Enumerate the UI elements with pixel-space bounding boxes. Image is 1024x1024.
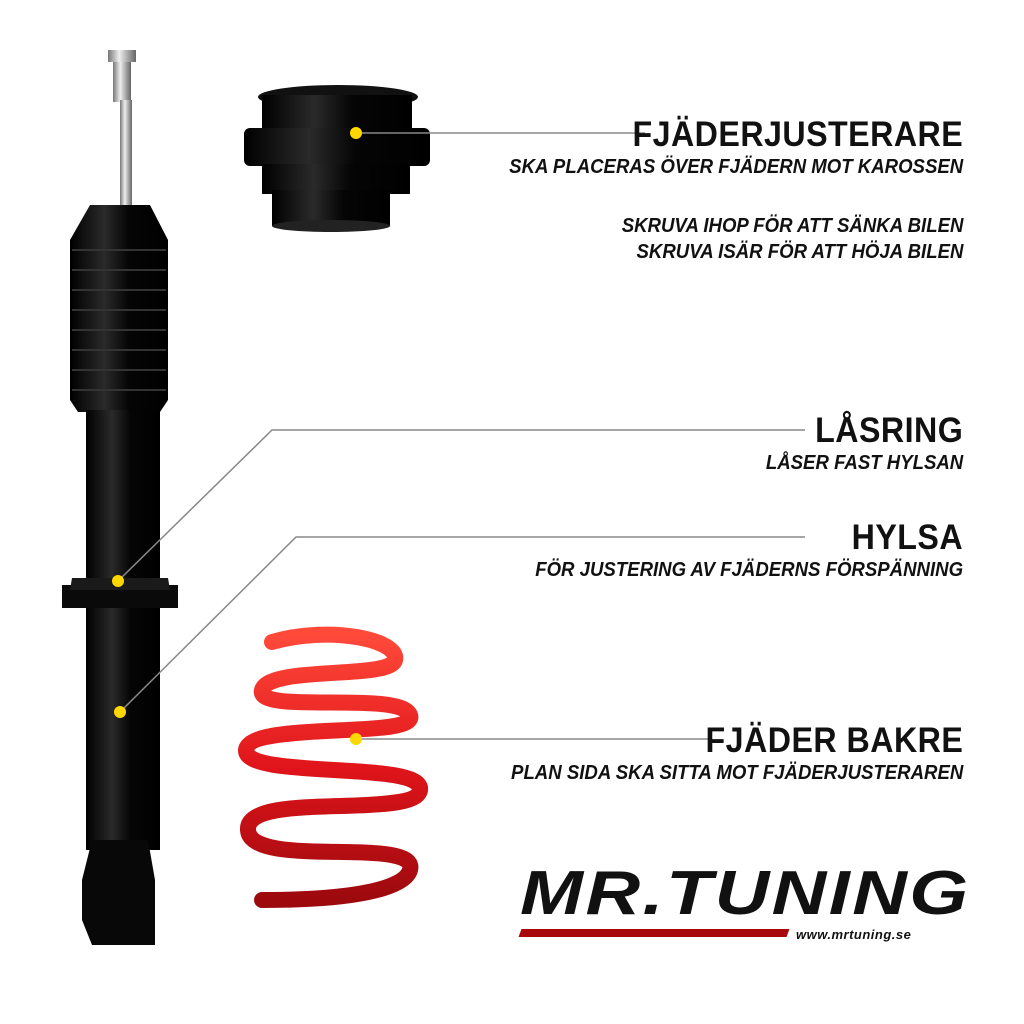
logo-url: www.mrtuning.se — [796, 927, 912, 942]
marker-dot-sleeve — [114, 706, 126, 718]
marker-dots — [112, 127, 362, 745]
label-lock-ring: LÅSRING LÅSER FAST HYLSAN — [751, 412, 963, 476]
label-rear-spring: FJÄDER BAKRE PLAN SIDA SKA SITTA MOT FJÄ… — [477, 722, 963, 786]
label-title: HYLSA — [851, 518, 963, 557]
logo-red-bar — [518, 929, 790, 937]
label-title: LÅSRING — [814, 411, 963, 450]
label-title: FJÄDER BAKRE — [705, 721, 963, 760]
marker-dot-spring — [350, 733, 362, 745]
label-adjust-note: SKRUVA IHOP FÖR ATT SÄNKA BILEN SKRUVA I… — [596, 213, 963, 265]
label-description: SKA PLACERAS ÖVER FJÄDERN MOT KAROSSEN — [508, 156, 963, 178]
marker-dot-adjuster — [350, 127, 362, 139]
leader-lines — [117, 132, 805, 740]
label-spring-adjuster: FJÄDERJUSTERARE SKA PLACERAS ÖVER FJÄDER… — [475, 116, 963, 180]
logo-wordmark: MR.TUNING — [520, 859, 971, 928]
note-line: SKRUVA ISÄR FÖR ATT HÖJA BILEN — [636, 241, 963, 263]
label-description: FÖR JUSTERING AV FJÄDERNS FÖRSPÄNNING — [535, 559, 963, 581]
label-description: PLAN SIDA SKA SITTA MOT FJÄDERJUSTERAREN — [510, 762, 963, 784]
coil-spring — [238, 626, 428, 908]
label-title: FJÄDERJUSTERARE — [632, 115, 963, 154]
shock-absorber — [62, 50, 178, 945]
marker-dot-lockring — [112, 575, 124, 587]
label-description: LÅSER FAST HYLSAN — [765, 452, 963, 474]
note-line: SKRUVA IHOP FÖR ATT SÄNKA BILEN — [621, 215, 963, 237]
label-sleeve: HYLSA FÖR JUSTERING AV FJÄDERNS FÖRSPÄNN… — [503, 519, 963, 583]
spring-adjuster — [244, 85, 430, 232]
brand-logo: MR.TUNING www.mrtuning.se — [518, 863, 968, 942]
